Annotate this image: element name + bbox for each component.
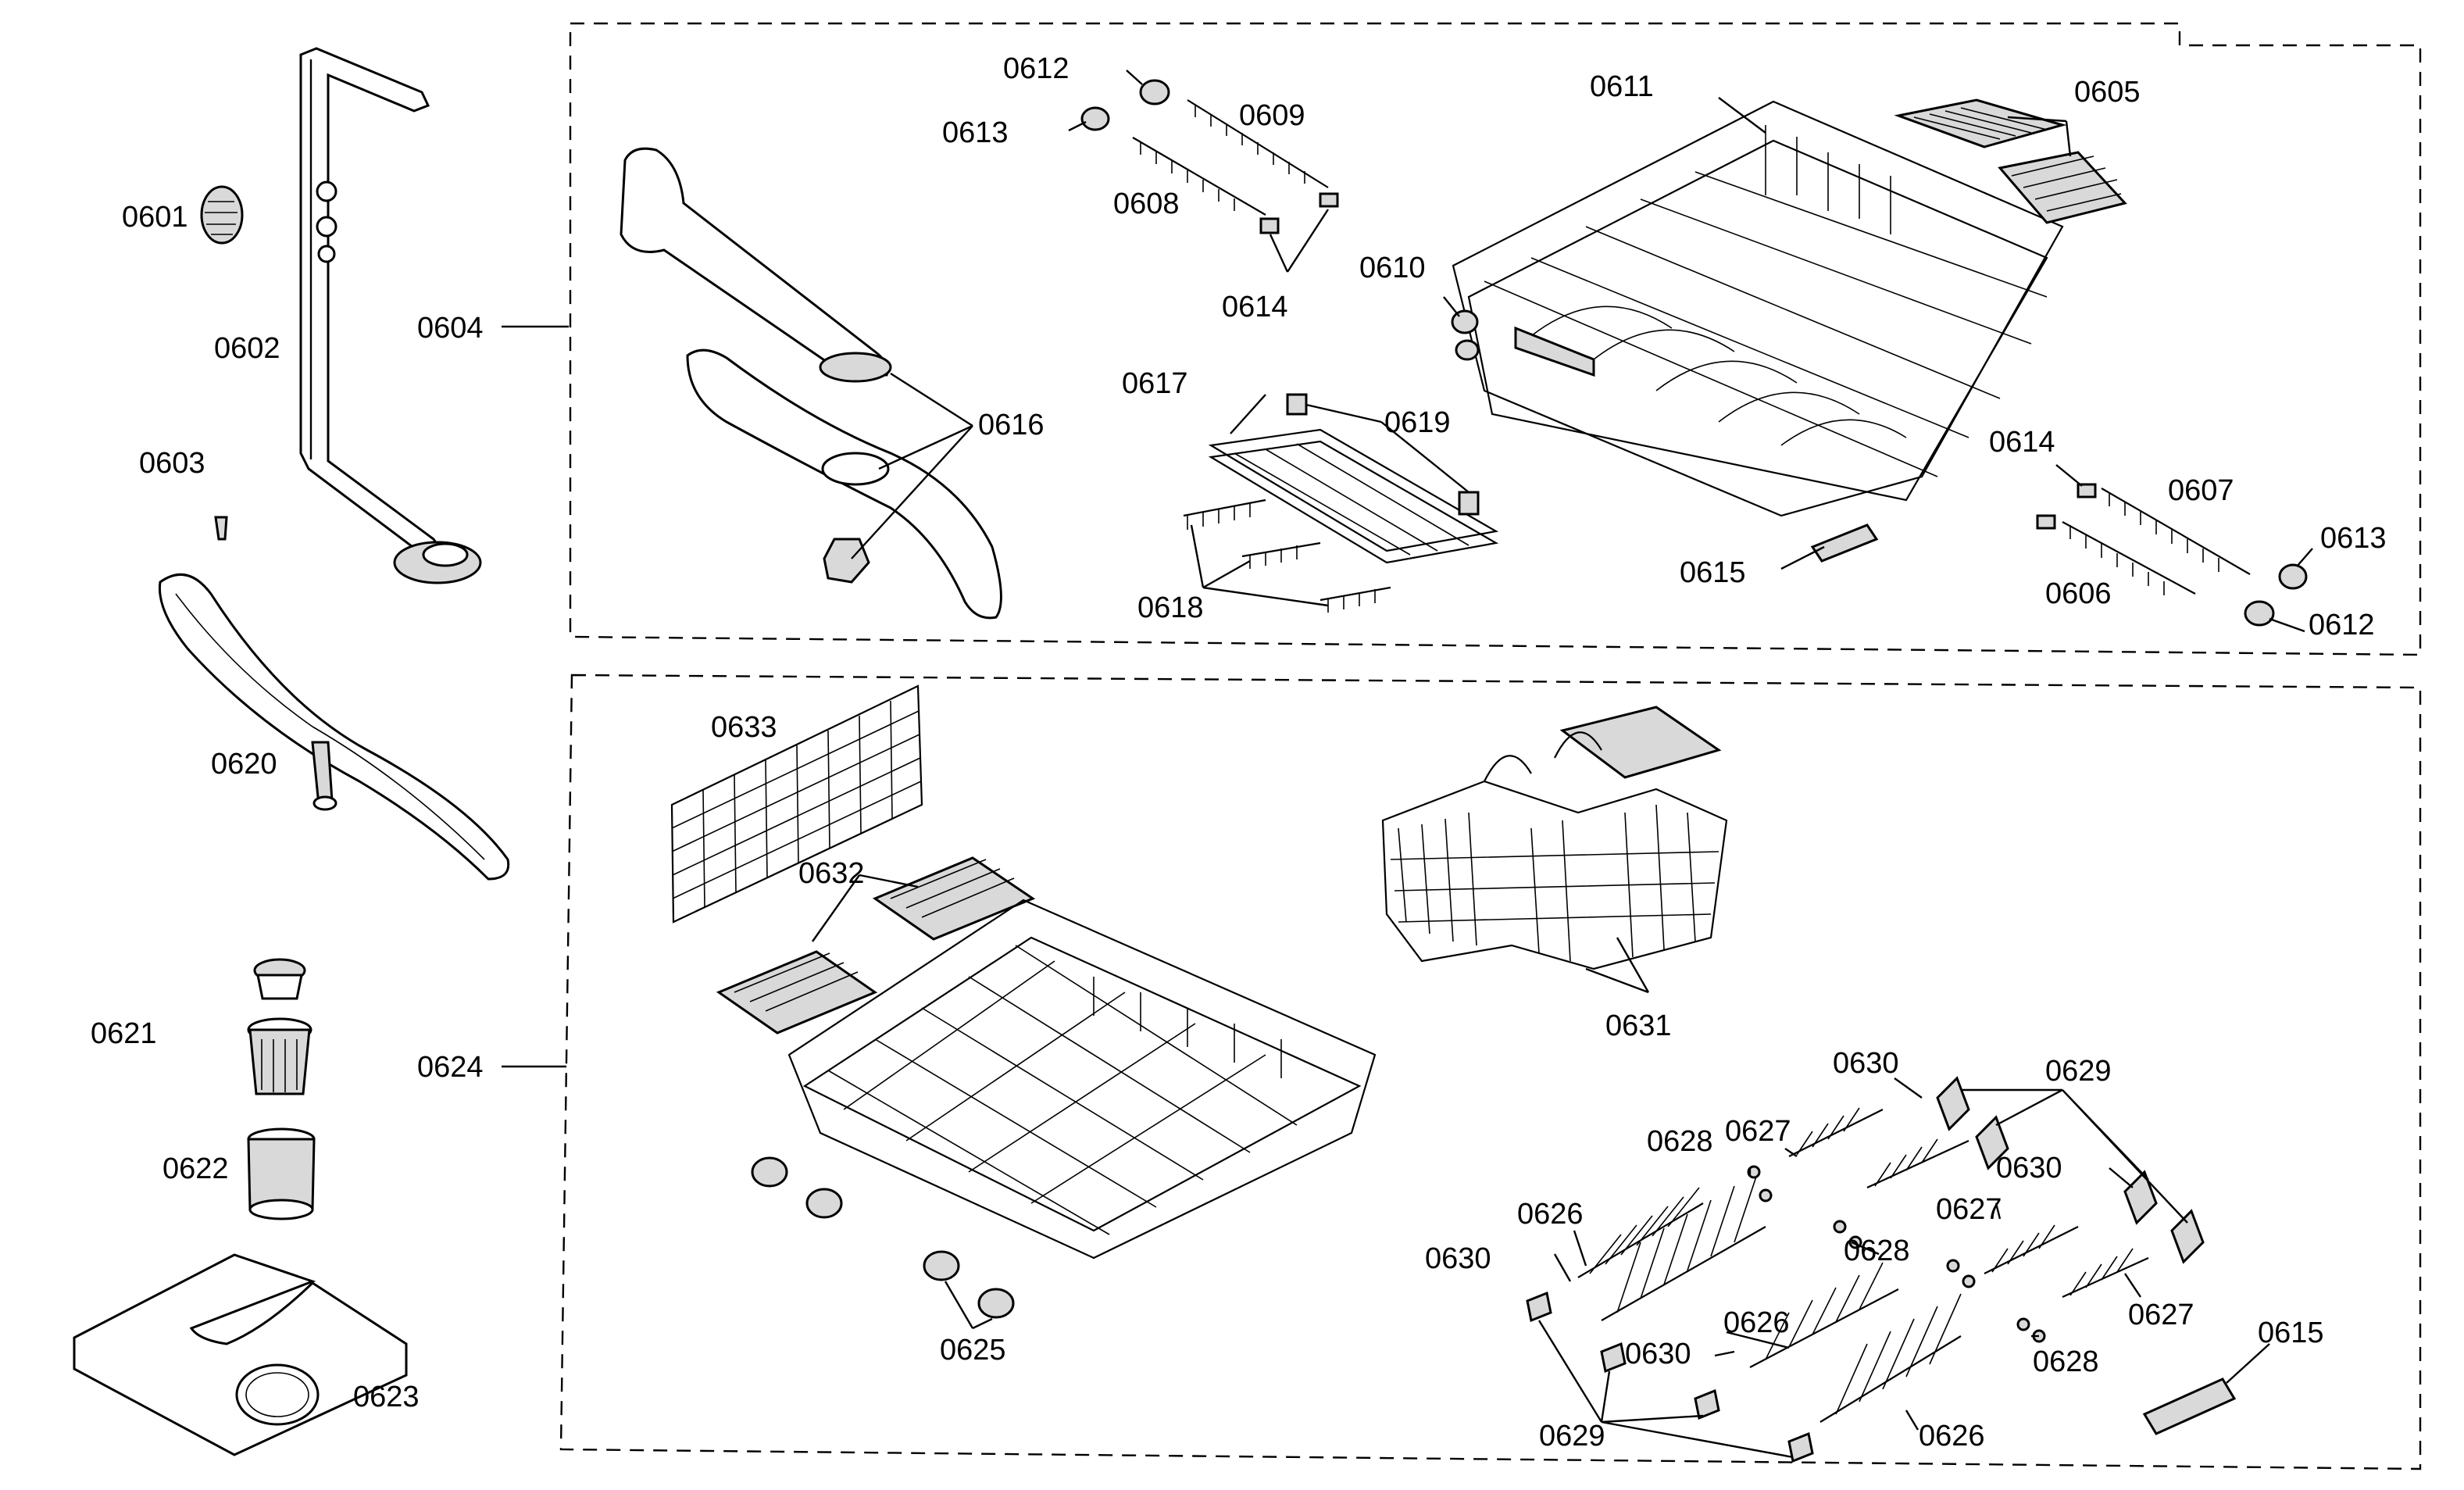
callout-0627-b: 0627: [1936, 1193, 2002, 1226]
callout-0627-c: 0627: [2128, 1299, 2194, 1331]
callout-0627-a: 0627: [1725, 1115, 1791, 1148]
callout-0604: 0604: [417, 312, 484, 345]
part-0609-tine-row: [1187, 99, 1339, 208]
part-0615-handle-upper: [1780, 523, 1879, 570]
callout-0614-lower: 0614: [1989, 426, 2055, 459]
part-0628-clips: [1747, 1165, 2046, 1343]
part-0615-handle-lower: [2142, 1343, 2270, 1435]
callout-0601: 0601: [122, 201, 188, 234]
part-lower-rack: [787, 899, 1377, 1260]
callout-0622: 0622: [162, 1152, 229, 1185]
leaders-lower-right: [1553, 1077, 2141, 1431]
callout-0626-c: 0626: [1919, 1420, 1985, 1452]
part-0617-shelf: [1208, 393, 1499, 564]
callout-0607: 0607: [2168, 474, 2234, 507]
part-0606-tine-row: [2036, 514, 2196, 595]
callout-0626-b: 0626: [1723, 1306, 1790, 1339]
callout-0629-b: 0629: [1539, 1420, 1605, 1452]
callout-0608: 0608: [1113, 188, 1180, 220]
callout-0612-upper: 0612: [1003, 52, 1070, 85]
callout-0616: 0616: [978, 409, 1045, 441]
callout-labels: 0601 0602 0603 0604 0605 0606 0607 0608 …: [91, 52, 2387, 1452]
part-0604-upper-spray-arm: [620, 147, 1002, 620]
callout-0610: 0610: [1359, 252, 1426, 284]
part-0625-wheels: [751, 1156, 1015, 1330]
part-0608-tine-row: [1132, 137, 1280, 234]
callout-0611: 0611: [1590, 70, 1654, 103]
callout-0614-upper: 0614: [1222, 291, 1288, 323]
callout-0632: 0632: [798, 857, 865, 890]
part-0605-cup-shelves: [1894, 98, 2127, 224]
part-0612-0613-clips-upper: [1080, 79, 1170, 131]
part-0627-tine-rows: [1788, 1107, 2149, 1299]
callout-0629-a: 0629: [2045, 1055, 2112, 1088]
callout-0617: 0617: [1122, 367, 1188, 400]
callout-0613-upper: 0613: [942, 116, 1009, 149]
part-0603-screw: [214, 516, 228, 541]
callout-0628-b: 0628: [1844, 1235, 1910, 1267]
part-0618-tine-rows: [1183, 498, 1391, 613]
callout-0631: 0631: [1605, 1009, 1672, 1042]
callout-0620: 0620: [211, 748, 277, 781]
part-0602-supply-tube: [299, 47, 482, 584]
part-0612-0613-clips-lower: [2244, 548, 2313, 633]
callout-0630-c: 0630: [1425, 1242, 1491, 1275]
callout-0621: 0621: [91, 1017, 157, 1050]
callout-0606: 0606: [2045, 577, 2112, 610]
leader-0614-upper: [1068, 70, 1330, 273]
part-0632-shelves: [716, 856, 1036, 1034]
callout-0633: 0633: [711, 711, 777, 744]
part-0622-fine-filter: [247, 1127, 316, 1220]
callout-0628-a: 0628: [1647, 1125, 1713, 1158]
part-0611-upper-rack: [1451, 97, 2064, 517]
leader-0610: [1443, 296, 1460, 317]
callout-0612-lower: 0612: [2309, 609, 2375, 641]
part-0607-tine-row: [2077, 483, 2251, 575]
callout-0630-b: 0630: [1996, 1152, 2062, 1184]
callout-0603: 0603: [139, 447, 205, 480]
callout-0618: 0618: [1137, 591, 1204, 624]
part-0620-lower-spray-arm: [158, 573, 510, 881]
callout-0628-c: 0628: [2033, 1345, 2099, 1378]
part-0601-cap: [200, 185, 244, 245]
leader-0616: [851, 372, 973, 559]
callout-0625: 0625: [940, 1334, 1006, 1367]
part-0633-net: [670, 684, 923, 924]
callout-0630-a: 0630: [1833, 1047, 1899, 1080]
callout-0623: 0623: [353, 1381, 420, 1413]
callout-0613-lower: 0613: [2320, 522, 2387, 555]
part-0623-filter-plate: [73, 1253, 408, 1456]
callout-0630-d: 0630: [1625, 1338, 1691, 1370]
part-0629-brackets: [1526, 1076, 2205, 1463]
callout-0605: 0605: [2074, 76, 2141, 109]
callout-0609: 0609: [1239, 99, 1305, 132]
part-0631-cutlery-basket: [1381, 706, 1728, 994]
leader-0614-lower: [2055, 464, 2083, 487]
part-0626-tine-rows: [1577, 1171, 1962, 1423]
callout-0615-lower: 0615: [2258, 1317, 2324, 1349]
lower-rack-group-boundary: [559, 674, 2422, 1470]
callout-0602: 0602: [214, 332, 280, 365]
callout-0619: 0619: [1384, 406, 1451, 439]
callout-0626-a: 0626: [1517, 1198, 1584, 1231]
part-0621-filter: [247, 958, 312, 1095]
callout-0615-upper: 0615: [1680, 556, 1746, 589]
callout-0624: 0624: [417, 1051, 484, 1084]
